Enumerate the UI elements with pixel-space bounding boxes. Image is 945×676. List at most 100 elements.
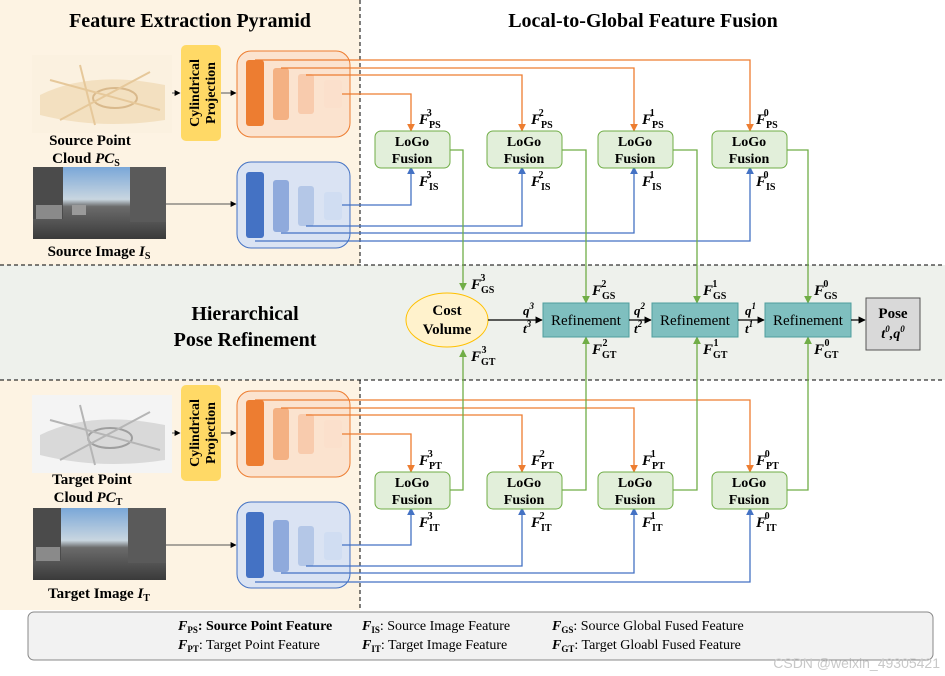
svg-text:Cylindrical: Cylindrical <box>188 399 203 467</box>
source-point-label-2: Cloud PCS <box>52 151 120 169</box>
label-q-1: q1 <box>745 301 756 318</box>
legend-item-pt: FPT: Target Point Feature <box>177 638 320 654</box>
svg-text:LoGo: LoGo <box>395 135 429 150</box>
svg-text:Refinement: Refinement <box>660 313 731 329</box>
target-image-connections <box>255 507 754 583</box>
target-image-photo <box>33 508 166 580</box>
pyramid-source-point <box>236 50 351 138</box>
svg-text:LoGo: LoGo <box>507 135 541 150</box>
refinement-box-0: Refinement <box>764 302 852 338</box>
label-f-pt-0: FPT0 <box>755 449 779 472</box>
fusion-title: Local-to-Global Feature Fusion <box>508 10 778 32</box>
legend-item-ps: FPS: Source Point Feature <box>177 619 332 635</box>
source-image-connections <box>255 166 754 242</box>
label-f-is-2: FIS2 <box>530 170 551 193</box>
logo-fusion-target-0: LoGo Fusion <box>711 471 788 510</box>
svg-text:LoGo: LoGo <box>395 476 429 491</box>
svg-text:Fusion: Fusion <box>729 493 770 508</box>
label-f-pt-2: FPT2 <box>530 449 554 472</box>
legend-item-it: FIT: Target Image Feature <box>361 638 507 654</box>
target-point-label-1: Target Point <box>52 472 132 488</box>
label-f-pt-1: FPT1 <box>641 449 665 472</box>
label-f-it-2: FIT2 <box>530 511 552 534</box>
svg-text:Fusion: Fusion <box>392 493 433 508</box>
svg-text:Fusion: Fusion <box>729 152 770 167</box>
label-f-gs-2: FGS2 <box>591 279 616 302</box>
target-point-connections <box>255 399 754 473</box>
label-f-gt-2: FGT2 <box>591 338 617 361</box>
label-f-pt-3: FPT3 <box>418 449 442 472</box>
label-t-2: t2 <box>634 319 643 336</box>
label-f-gt-0: FGT0 <box>813 338 839 361</box>
watermark: CSDN @weixin_49305421 <box>773 655 940 671</box>
label-f-ps-2: FPS2 <box>530 108 553 131</box>
target-image-label: Target Image IT <box>48 586 150 604</box>
label-f-is-0: FIS0 <box>755 170 776 193</box>
fusion-to-refinement-lines <box>450 149 812 491</box>
svg-text:Cylindrical: Cylindrical <box>188 59 203 127</box>
svg-text:Refinement: Refinement <box>551 313 622 329</box>
source-image-label: Source Image IS <box>48 244 151 262</box>
label-t-1: t1 <box>745 319 753 336</box>
logo-fusion-target-2: LoGo Fusion <box>486 471 563 510</box>
logo-fusion-target-1: LoGo Fusion <box>597 471 674 510</box>
logo-fusion-target-3: LoGo Fusion <box>374 471 451 510</box>
svg-text:Projection: Projection <box>204 402 219 464</box>
svg-text:LoGo: LoGo <box>732 135 766 150</box>
label-q-3: q3 <box>523 301 535 318</box>
source-point-label-1: Source Point <box>49 133 131 149</box>
label-f-gs-0: FGS0 <box>813 279 838 302</box>
refinement-box-2: Refinement <box>542 302 630 338</box>
svg-text:Fusion: Fusion <box>615 493 656 508</box>
pyramid-target-image <box>236 501 351 589</box>
source-point-cloud-image <box>32 55 172 133</box>
source-image-photo <box>33 167 166 239</box>
legend-item-gs: FGS: Source Global Fused Feature <box>551 619 744 635</box>
legend-item-gt: FGT: Target Gloabl Fused Feature <box>551 638 741 654</box>
svg-text:Cost: Cost <box>432 303 461 319</box>
label-f-is-1: FIS1 <box>641 170 662 193</box>
pyramid-target-point <box>236 390 351 478</box>
label-f-gt-1: FGT1 <box>702 338 728 361</box>
target-point-label-2: Cloud PCT <box>54 490 123 508</box>
label-q-2: q2 <box>634 301 646 318</box>
legend-item-is: FIS: Source Image Feature <box>361 619 510 635</box>
label-f-ps-3: FPS3 <box>418 108 441 131</box>
label-f-gs-3: FGS3 <box>470 273 495 296</box>
logo-fusion-source-1: LoGo Fusion <box>597 130 674 169</box>
target-point-cloud-image <box>32 395 172 473</box>
svg-text:Fusion: Fusion <box>615 152 656 167</box>
svg-text:Projection: Projection <box>204 62 219 124</box>
svg-text:LoGo: LoGo <box>618 135 652 150</box>
legend-box <box>27 611 934 661</box>
cost-volume: Cost Volume <box>405 292 489 348</box>
refinement-title-2: Pose Refinement <box>174 329 317 351</box>
label-f-it-1: FIT1 <box>641 511 663 534</box>
label-f-gs-1: FGS1 <box>702 279 727 302</box>
svg-text:t0,q0: t0,q0 <box>881 324 905 342</box>
logo-fusion-source-2: LoGo Fusion <box>486 130 563 169</box>
svg-text:Fusion: Fusion <box>392 152 433 167</box>
extraction-title: Feature Extraction Pyramid <box>69 10 311 32</box>
label-f-gt-3: FGT3 <box>470 345 496 368</box>
svg-text:LoGo: LoGo <box>618 476 652 491</box>
label-f-it-3: FIT3 <box>418 511 440 534</box>
label-f-it-0: FIT0 <box>755 511 777 534</box>
projection-box-source: Cylindrical Projection <box>181 45 221 141</box>
svg-text:Volume: Volume <box>423 322 472 338</box>
refinement-box-1: Refinement <box>651 302 739 338</box>
label-f-ps-1: FPS1 <box>641 108 664 131</box>
svg-text:Fusion: Fusion <box>504 152 545 167</box>
pose-output-box: Pose t0,q0 <box>865 297 921 351</box>
svg-text:Fusion: Fusion <box>504 493 545 508</box>
svg-text:LoGo: LoGo <box>732 476 766 491</box>
svg-text:Refinement: Refinement <box>773 313 844 329</box>
logo-fusion-source-3: LoGo Fusion <box>374 130 451 169</box>
svg-text:LoGo: LoGo <box>507 476 541 491</box>
label-f-ps-0: FPS0 <box>755 108 778 131</box>
svg-text:Pose: Pose <box>878 306 908 322</box>
source-point-connections <box>255 59 754 132</box>
label-t-3: t3 <box>523 319 532 336</box>
pyramid-source-image <box>236 161 351 249</box>
